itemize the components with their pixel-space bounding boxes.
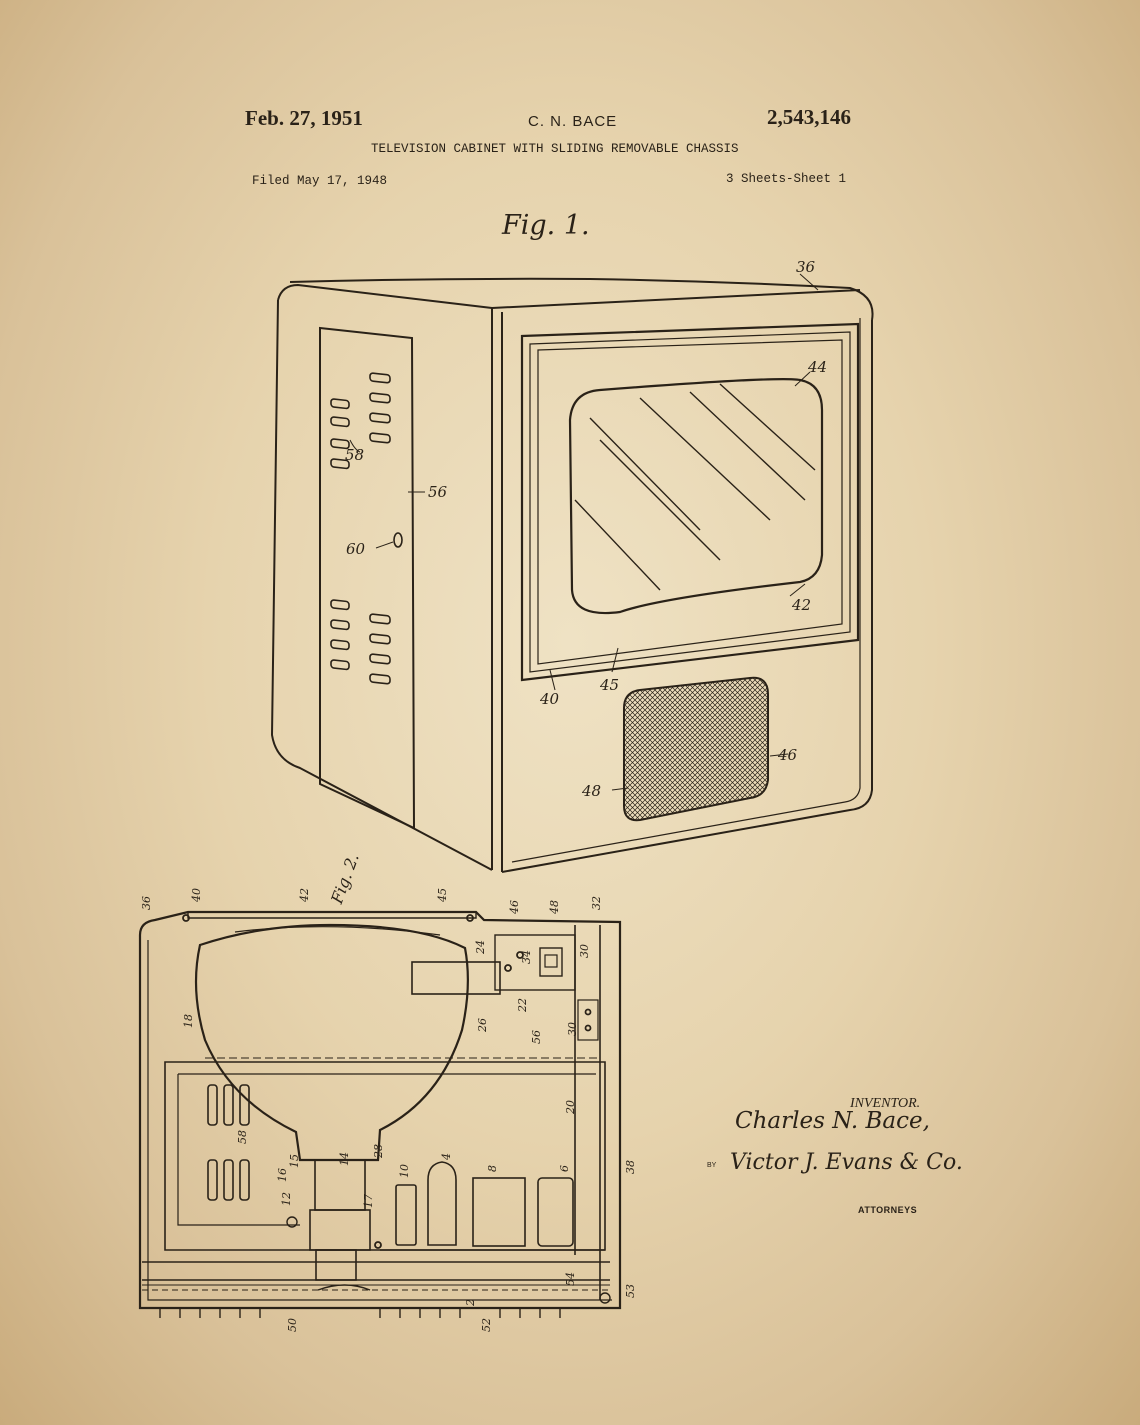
ref-20: 20 bbox=[564, 1100, 577, 1115]
ref-22: 22 bbox=[516, 998, 529, 1013]
figure-1-reference-numerals: 36 44 58 56 60 42 40 45 46 48 bbox=[345, 258, 827, 800]
mounting-bracket bbox=[411, 961, 501, 995]
ref-45: 45 bbox=[436, 888, 449, 903]
side-vents-upper bbox=[330, 372, 391, 470]
attorneys-label: ATTORNEYS bbox=[858, 1205, 918, 1215]
ref-48: 48 bbox=[548, 900, 561, 915]
figure-2-section bbox=[138, 910, 622, 1318]
ref-26: 26 bbox=[476, 1018, 489, 1033]
ref-46: 46 bbox=[777, 746, 798, 764]
figure-2-label: Fig. 2. bbox=[327, 851, 363, 907]
chassis-vents bbox=[207, 1084, 250, 1201]
patent-title: TELEVISION CABINET WITH SLIDING REMOVABL… bbox=[371, 142, 739, 156]
tube-neck bbox=[314, 1159, 366, 1211]
ref-2: 2 bbox=[464, 1299, 477, 1307]
attorney-signature: Victor J. Evans & Co. bbox=[730, 1150, 963, 1175]
ref-34: 34 bbox=[520, 950, 533, 964]
ref-50: 50 bbox=[286, 1318, 299, 1332]
component-6 bbox=[537, 1177, 574, 1247]
figure-1-cabinet bbox=[270, 273, 874, 873]
ref-58: 58 bbox=[345, 446, 364, 464]
ref-36: 36 bbox=[140, 896, 153, 910]
ref-32: 32 bbox=[590, 896, 603, 910]
ref-56: 56 bbox=[530, 1030, 543, 1044]
ref-36: 36 bbox=[796, 258, 816, 276]
by-label: BY bbox=[707, 1162, 717, 1169]
ref-38: 38 bbox=[624, 1160, 637, 1174]
ref-42: 42 bbox=[298, 888, 311, 903]
front-frame bbox=[520, 322, 860, 682]
tube-10 bbox=[395, 1184, 417, 1246]
chassis-frame bbox=[164, 1061, 606, 1251]
sheet-count: 3 Sheets-Sheet 1 bbox=[726, 172, 847, 186]
side-vents-lower bbox=[330, 599, 391, 685]
ref-40: 40 bbox=[539, 690, 560, 708]
ref-24: 24 bbox=[474, 940, 487, 955]
figure-1-label: Fig. 1. bbox=[502, 210, 590, 241]
ref-56: 56 bbox=[428, 483, 448, 501]
side-panel bbox=[319, 326, 416, 830]
ref-48: 48 bbox=[581, 782, 601, 800]
figure-2-reference-numerals: 36 40 42 45 46 48 32 34 30 24 26 22 30 1… bbox=[140, 888, 637, 1332]
ref-42: 42 bbox=[791, 596, 811, 614]
ref-8: 8 bbox=[486, 1165, 499, 1172]
inventor-label: INVENTOR. bbox=[850, 1096, 921, 1111]
ref-12: 12 bbox=[280, 1192, 293, 1206]
ref-45: 45 bbox=[599, 676, 619, 694]
ref-52: 52 bbox=[480, 1318, 493, 1332]
ref-16: 16 bbox=[276, 1168, 289, 1182]
ref-10: 10 bbox=[398, 1164, 411, 1178]
inventor-name-header: C. N. BACE bbox=[528, 113, 618, 130]
patent-number: 2,543,146 bbox=[767, 105, 851, 129]
ref-53: 53 bbox=[624, 1284, 637, 1298]
ref-30-upper: 30 bbox=[578, 944, 591, 958]
ref-18: 18 bbox=[182, 1014, 195, 1028]
tube-4 bbox=[427, 1161, 457, 1246]
ref-17: 17 bbox=[362, 1194, 375, 1208]
component-8 bbox=[472, 1177, 526, 1247]
ref-4: 4 bbox=[440, 1153, 453, 1161]
lock-knob bbox=[393, 532, 403, 548]
ref-40: 40 bbox=[190, 888, 203, 903]
ref-46: 46 bbox=[508, 900, 521, 915]
patent-date: Feb. 27, 1951 bbox=[245, 106, 363, 130]
speaker-grille bbox=[623, 676, 769, 822]
ref-58: 58 bbox=[236, 1130, 249, 1144]
filed-date: Filed May 17, 1948 bbox=[252, 174, 388, 188]
ref-15: 15 bbox=[288, 1154, 301, 1168]
ref-60: 60 bbox=[346, 540, 366, 558]
ref-44: 44 bbox=[807, 358, 827, 376]
ref-14: 14 bbox=[338, 1152, 351, 1166]
inventor-signature: Charles N. Bace, bbox=[735, 1108, 930, 1134]
ref-6: 6 bbox=[558, 1165, 571, 1172]
picture-tube-screen bbox=[568, 378, 824, 615]
ref-54: 54 bbox=[564, 1272, 577, 1286]
ref-30-lower: 30 bbox=[566, 1022, 579, 1036]
ref-28: 28 bbox=[372, 1144, 385, 1159]
picture-tube bbox=[194, 923, 469, 1162]
